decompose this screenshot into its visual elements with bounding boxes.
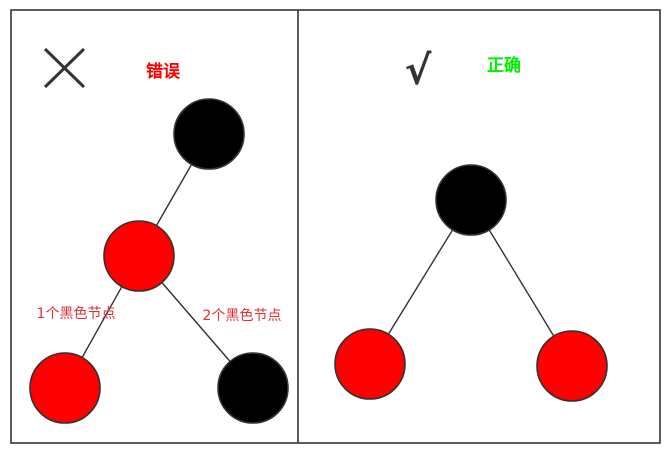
outer-frame — [10, 9, 661, 444]
correct-panel: √ 正确 — [334, 48, 608, 402]
correct-root-node — [435, 164, 507, 236]
wrong-edge-root-mid — [155, 164, 193, 226]
wrong-root-node — [173, 98, 245, 170]
wrong-edge-mid-right — [161, 282, 231, 362]
wrong-panel: 错误 1个黑色节点 2个黑色节点 — [29, 47, 289, 424]
correct-label: 正确 — [487, 55, 521, 76]
correct-left-node — [334, 328, 406, 400]
wrong-right-node — [217, 352, 289, 424]
path-note-left: 1个黑色节点 — [37, 305, 116, 322]
wrong-mid-node — [103, 220, 175, 292]
path-note-right: 2个黑色节点 — [203, 307, 282, 324]
correct-right-node — [536, 330, 608, 402]
wrong-left-node — [29, 352, 101, 424]
cross-mark-icon — [43, 47, 86, 89]
correct-edge-root-right — [488, 229, 555, 337]
correct-edge-root-left — [387, 229, 454, 335]
check-mark-icon: √ — [405, 48, 432, 94]
wrong-label: 错误 — [146, 61, 181, 82]
wrong-edge-mid-left — [81, 286, 123, 358]
